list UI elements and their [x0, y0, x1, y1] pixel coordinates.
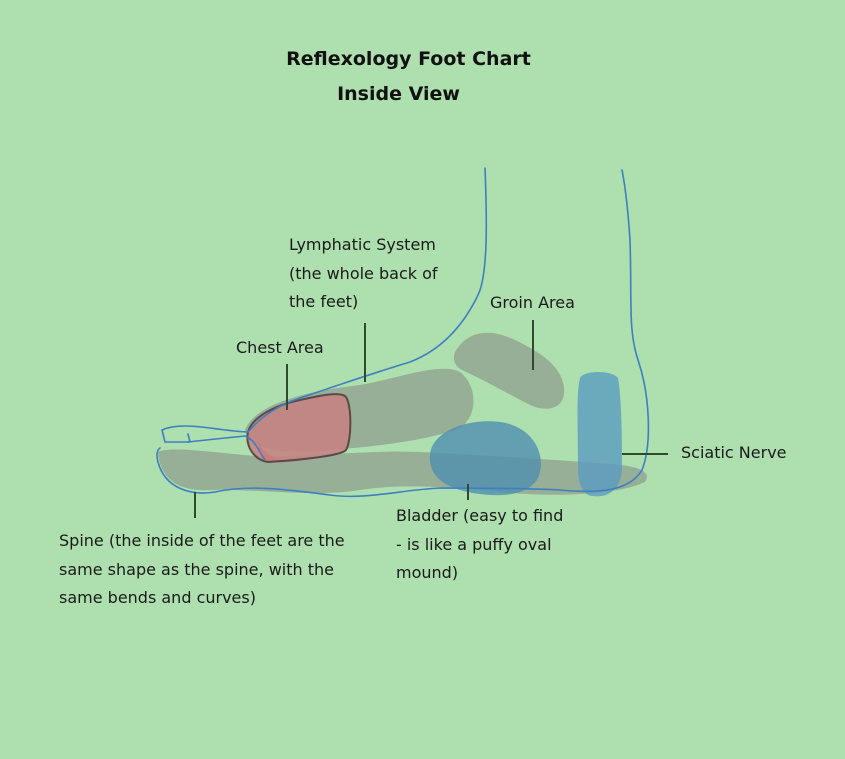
spine-line-1: Spine (the inside of the feet are the [59, 531, 345, 550]
groin-band [453, 332, 565, 409]
bladder-line-3: mound) [396, 563, 459, 582]
label-chest-area: Chest Area [236, 334, 324, 363]
top-of-foot-outline [247, 167, 488, 433]
groin-line-1: Groin Area [490, 293, 575, 312]
bladder-line-1: Bladder (easy to find [396, 506, 564, 525]
chest-line-1: Chest Area [236, 338, 324, 357]
bladder-region [429, 421, 541, 496]
toe-tip-outline [187, 435, 266, 461]
lymphatic-line-2: (the whole back of [289, 263, 438, 283]
leader-lines [194, 320, 668, 518]
label-lymphatic-system: Lymphatic System (the whole back of the … [289, 231, 438, 317]
lymphatic-line-1: Lymphatic System [289, 235, 436, 254]
spine-line-2: same shape as the spine, with the [59, 559, 334, 579]
chest-shape [246, 393, 352, 464]
heel-outline [156, 169, 650, 498]
lymphatic-region [158, 332, 647, 495]
spine-line-3: same bends and curves) [59, 588, 256, 607]
lymphatic-line-3: the feet) [289, 292, 359, 311]
foot-outline [156, 167, 650, 498]
label-groin-area: Groin Area [490, 289, 575, 318]
toe-outline [161, 425, 249, 443]
label-bladder: Bladder (easy to find - is like a puffy … [396, 502, 563, 588]
bladder-mound [429, 421, 541, 496]
sole-spine-band [158, 449, 647, 495]
sciatic-region [577, 372, 622, 497]
chest-region [246, 393, 352, 464]
chart-title: Reflexology Foot Chart [286, 48, 531, 70]
sciatic-line-1: Sciatic Nerve [681, 443, 787, 462]
bladder-line-2: - is like a puffy oval [396, 534, 552, 554]
chart-subtitle: Inside View [337, 83, 460, 105]
label-spine: Spine (the inside of the feet are the sa… [59, 527, 345, 613]
label-sciatic-nerve: Sciatic Nerve [681, 439, 787, 468]
sciatic-shape [577, 372, 622, 497]
